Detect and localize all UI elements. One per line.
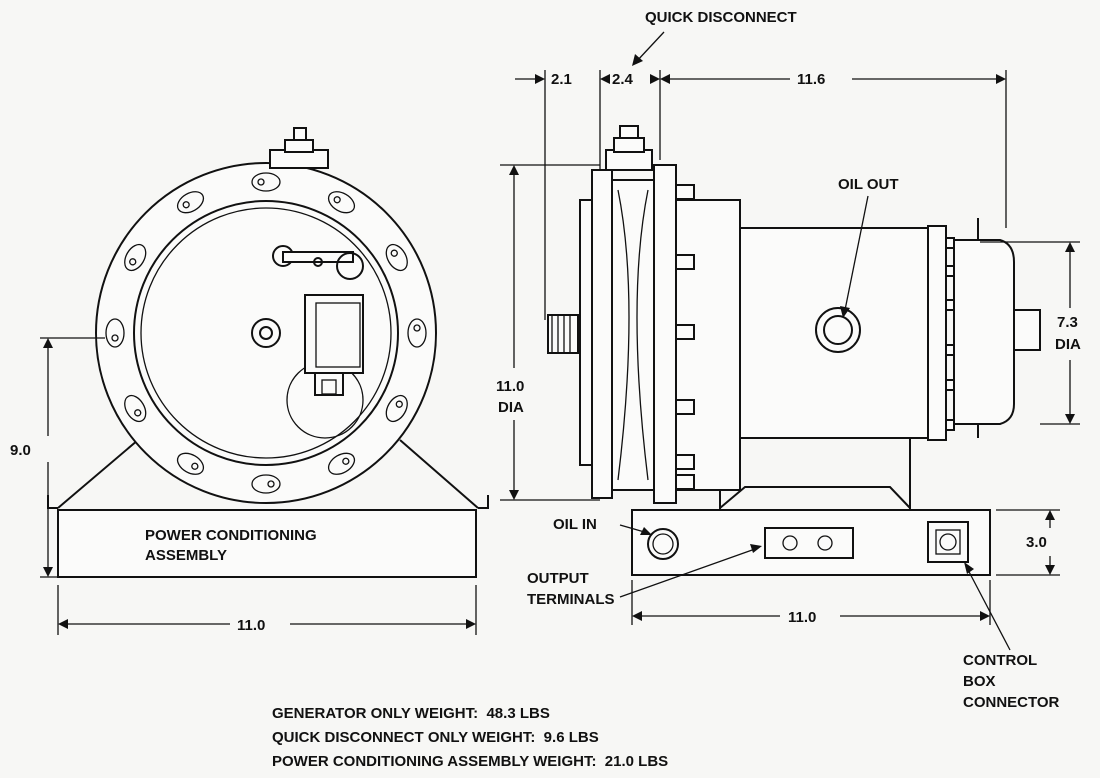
front-linkage-arm	[272, 245, 364, 280]
side-top-dimensions: 2.1 2.4 11.6	[515, 70, 1007, 320]
output-terminal-1	[782, 535, 798, 551]
weights-block: GENERATOR ONLY WEIGHT: 48.3 LBS QUICK DI…	[272, 705, 668, 770]
oil-out-port	[815, 307, 861, 353]
base-width-value: 11.0	[788, 609, 816, 626]
control-box-connector-pin	[939, 533, 957, 551]
assembly-label-line1: POWER CONDITIONING	[145, 527, 317, 544]
control-box-label-line3: CONNECTOR	[963, 694, 1060, 711]
side-end-cap	[953, 239, 1015, 425]
oil-out-port-inner	[823, 315, 853, 345]
dim-2-1: 2.1	[551, 71, 572, 88]
side-flange-plate-2	[591, 169, 613, 499]
control-box-leader	[965, 565, 1011, 651]
oil-out-leader	[844, 195, 869, 311]
small-diameter-unit: DIA	[1055, 336, 1081, 353]
front-view: POWER CONDITIONING ASSEMBLY 9.0 11.0	[10, 127, 489, 635]
side-pulley	[611, 179, 655, 491]
front-component-box	[286, 294, 364, 439]
side-base-height-dimension: 3.0	[996, 509, 1060, 576]
control-box-label-line1: CONTROL	[963, 652, 1037, 669]
side-diameter-dimension: 11.0 DIA	[496, 164, 600, 501]
flange-bolt-slots	[105, 172, 427, 494]
power-conditioning-base	[57, 509, 477, 578]
side-rear-flange	[927, 225, 947, 441]
quick-disconnect-leader	[635, 31, 665, 63]
side-pulley-groove	[617, 189, 649, 481]
control-box-connector-inner	[935, 529, 961, 555]
front-support-legs	[57, 439, 479, 509]
output-terminals-block	[764, 527, 854, 559]
oil-in-arrow	[640, 527, 652, 535]
front-width-dimension: 11.0	[57, 585, 477, 635]
front-quick-disconnect-fitting	[269, 127, 329, 169]
side-small-diameter-dimension: 7.3 DIA	[980, 241, 1081, 425]
front-height-dimension: 9.0	[10, 337, 105, 578]
diameter-unit: DIA	[498, 399, 524, 416]
oil-in-port-inner	[652, 533, 674, 555]
side-front-housing	[675, 199, 741, 491]
output-terminals-label-line2: TERMINALS	[527, 591, 615, 608]
quick-disconnect-arrow	[632, 54, 643, 66]
diameter-value: 11.0	[496, 378, 524, 395]
side-quick-disconnect-fitting	[605, 125, 653, 171]
control-box-label-line2: BOX	[963, 673, 996, 690]
output-terminal-2	[817, 535, 833, 551]
quick-disconnect-label: QUICK DISCONNECT	[645, 9, 797, 26]
side-flange-plate-1	[579, 199, 593, 466]
side-knob-knurl	[551, 315, 571, 353]
front-height-value: 9.0	[10, 442, 31, 459]
oil-out-arrow	[840, 306, 850, 318]
side-view: 2.1 2.4 11.6 QUICK DISCONNECT 11.0 DIA 7…	[496, 9, 1081, 711]
base-height-value: 3.0	[1026, 534, 1047, 551]
dim-11-6: 11.6	[797, 71, 825, 88]
front-housing-ring	[140, 207, 392, 459]
weight-quick-disconnect: QUICK DISCONNECT ONLY WEIGHT: 9.6 LBS	[272, 729, 599, 746]
dim-2-4: 2.4	[612, 71, 634, 88]
front-flange-outer	[95, 162, 437, 504]
side-end-connector	[1013, 309, 1041, 351]
small-diameter-value: 7.3	[1057, 314, 1078, 331]
control-box-arrow	[964, 562, 974, 574]
front-shaft-outer	[251, 318, 281, 348]
oil-out-label: OIL OUT	[838, 176, 899, 193]
weight-power-conditioning: POWER CONDITIONING ASSEMBLY WEIGHT: 21.0…	[272, 753, 668, 770]
front-flange-inner	[133, 200, 399, 466]
control-box-connector	[927, 521, 969, 563]
output-terminals-leader	[619, 548, 756, 598]
side-flange-bolts	[675, 184, 695, 490]
oil-in-label: OIL IN	[553, 516, 597, 533]
weight-generator: GENERATOR ONLY WEIGHT: 48.3 LBS	[272, 705, 550, 722]
side-rear-bolts	[945, 237, 955, 431]
side-base-width-dimension: 11.0	[631, 580, 991, 626]
assembly-label-line2: ASSEMBLY	[145, 547, 227, 564]
output-terminals-label-line1: OUTPUT	[527, 570, 589, 587]
output-terminals-arrow	[750, 544, 762, 553]
side-flange-plate-3	[653, 164, 677, 504]
front-shaft-inner	[259, 326, 273, 340]
front-width-value: 11.0	[237, 617, 265, 634]
side-shaft-knob	[547, 314, 579, 354]
